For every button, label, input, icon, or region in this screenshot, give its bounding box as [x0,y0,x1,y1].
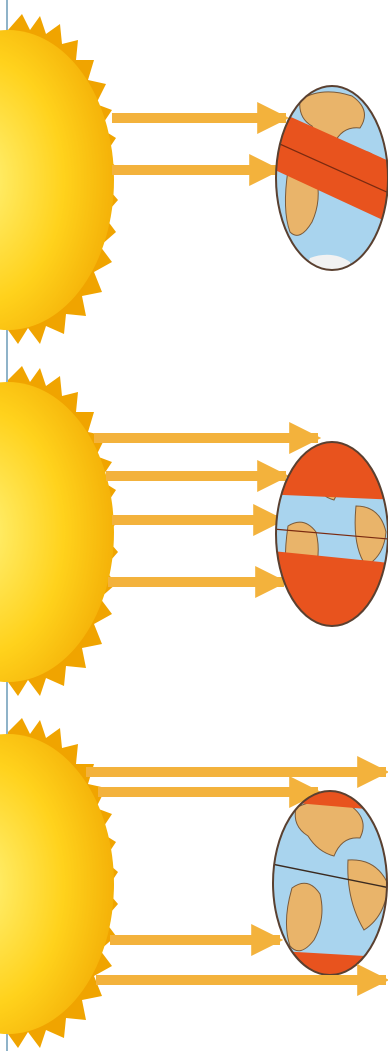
sun-2 [0,366,118,696]
panel-3 [0,718,388,1048]
panel-1 [0,14,388,344]
hot-band [262,436,388,500]
earth-2 [262,436,388,640]
sun-1 [0,14,118,344]
panel-2 [0,366,388,696]
hot-band [262,550,388,640]
earth-3 [262,784,388,990]
